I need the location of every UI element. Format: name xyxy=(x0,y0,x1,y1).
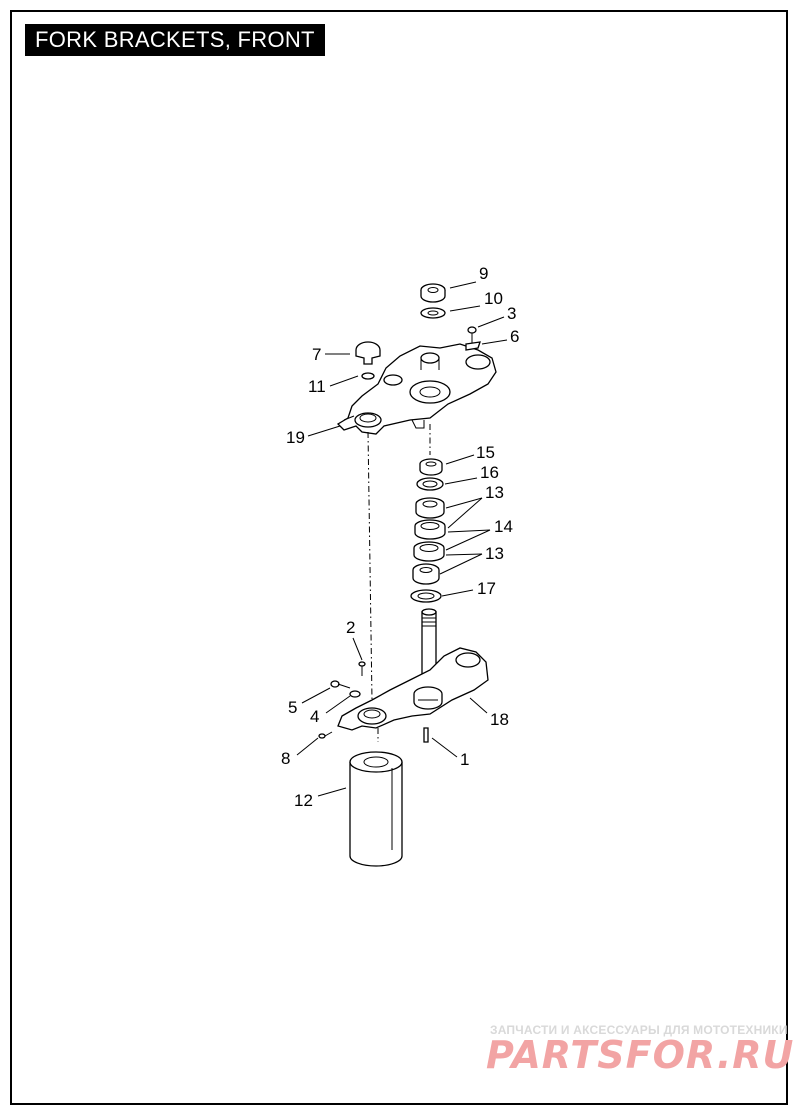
dowel-pin xyxy=(423,727,429,743)
callout-18: 18 xyxy=(490,710,509,729)
leader-lines xyxy=(296,281,508,797)
watermark-logo: PARTSFOR.RU xyxy=(486,1033,795,1077)
callout-8: 8 xyxy=(281,749,290,768)
callout-13-lower: 13 xyxy=(485,544,504,563)
page-frame xyxy=(10,10,788,1105)
grease-fitting xyxy=(318,731,333,739)
callout-2: 2 xyxy=(346,618,355,637)
o-ring xyxy=(361,372,375,380)
callout-16: 16 xyxy=(480,463,499,482)
callout-13-upper: 13 xyxy=(485,483,504,502)
callout-14: 14 xyxy=(494,517,513,536)
callout-numbers: 9 10 3 6 7 11 19 15 16 13 14 13 17 2 5 4… xyxy=(281,264,519,810)
callout-10: 10 xyxy=(484,289,503,308)
callout-19: 19 xyxy=(286,428,305,447)
lower-bracket-screw xyxy=(358,661,366,676)
top-nut xyxy=(420,283,446,303)
screw xyxy=(467,326,477,344)
callout-12: 12 xyxy=(294,791,313,810)
callout-1: 1 xyxy=(460,750,469,769)
lower-washer xyxy=(349,690,361,698)
callout-6: 6 xyxy=(510,327,519,346)
callout-9: 9 xyxy=(479,264,488,283)
callout-17: 17 xyxy=(477,579,496,598)
bearing-stack xyxy=(410,458,446,603)
fork-tube-cover xyxy=(349,751,403,867)
lower-fork-bracket xyxy=(337,608,489,731)
callout-3: 3 xyxy=(507,304,516,323)
lower-pinch-bolt xyxy=(330,680,351,689)
plug xyxy=(355,341,381,365)
callout-15: 15 xyxy=(476,443,495,462)
watermark-tagline: ЗАПЧАСТИ И АКСЕССУАРЫ ДЛЯ МОТОТЕХНИКИ xyxy=(490,1023,788,1037)
callout-5: 5 xyxy=(288,698,297,717)
callout-7: 7 xyxy=(312,345,321,364)
page-title: FORK BRACKETS, FRONT xyxy=(25,24,325,56)
callout-11: 11 xyxy=(308,377,326,396)
top-washer xyxy=(420,307,446,319)
clip xyxy=(465,341,481,351)
center-line-fork xyxy=(367,431,373,701)
callout-4: 4 xyxy=(310,707,319,726)
upper-fork-bracket xyxy=(336,343,497,435)
